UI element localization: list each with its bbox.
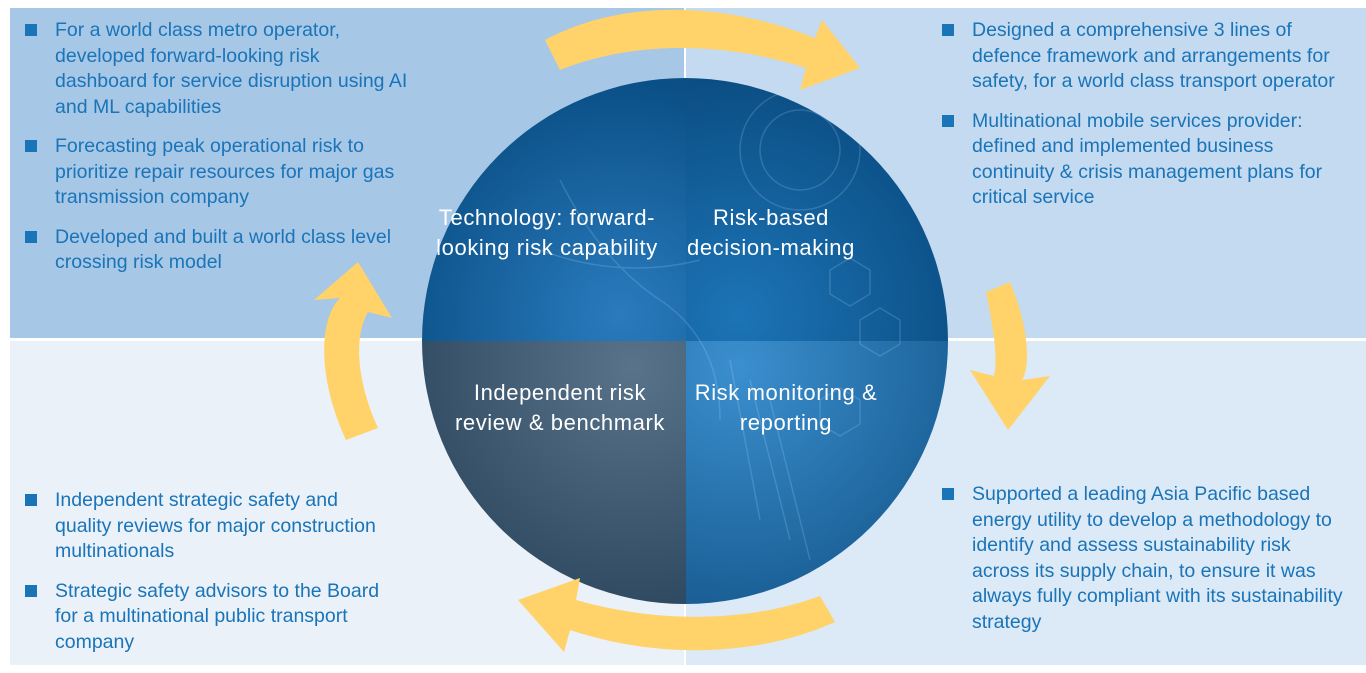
square-bullet-icon <box>25 24 37 36</box>
list-item: Designed a comprehensive 3 lines of defe… <box>942 18 1352 95</box>
list-item: Supported a leading Asia Pacific based e… <box>942 482 1352 635</box>
label-independent-risk-review: Independent risk review & benchmark <box>454 380 666 435</box>
square-bullet-icon <box>942 488 954 500</box>
square-bullet-icon <box>25 584 37 597</box>
list-item: Independent strategic safety and quality… <box>25 488 395 565</box>
cycle-circle <box>422 78 948 604</box>
list-item: Strategic safety advisors to the Board f… <box>25 579 395 656</box>
square-bullet-icon <box>25 140 37 152</box>
arrow-left-icon <box>314 262 392 440</box>
list-item: Developed and built a world class level … <box>25 225 415 276</box>
label-risk-based-decision-making: Risk-based decision-making <box>687 205 855 260</box>
label-technology: Technology: forward-looking risk capabil… <box>436 205 658 260</box>
cycle-arrows <box>314 9 1050 652</box>
label-risk-monitoring: Risk monitoring & reporting <box>694 380 878 435</box>
independent-review-examples-list: Independent strategic safety and quality… <box>25 488 395 669</box>
tech-pattern-decoration <box>539 89 901 561</box>
square-bullet-icon <box>25 494 37 506</box>
arrow-right-icon <box>970 282 1050 430</box>
arrow-top-icon <box>545 9 860 90</box>
monitoring-examples-list: Supported a leading Asia Pacific based e… <box>942 482 1352 649</box>
square-bullet-icon <box>25 230 37 243</box>
list-item: Multinational mobile services provider: … <box>942 109 1352 211</box>
arrow-bottom-icon <box>518 578 835 652</box>
square-bullet-icon <box>942 24 954 36</box>
square-bullet-icon <box>942 114 954 127</box>
technology-examples-list: For a world class metro operator, develo… <box>25 18 415 290</box>
decision-making-examples-list: Designed a comprehensive 3 lines of defe… <box>942 18 1352 225</box>
list-item: Forecasting peak operational risk to pri… <box>25 134 415 211</box>
list-item: For a world class metro operator, develo… <box>25 18 415 120</box>
